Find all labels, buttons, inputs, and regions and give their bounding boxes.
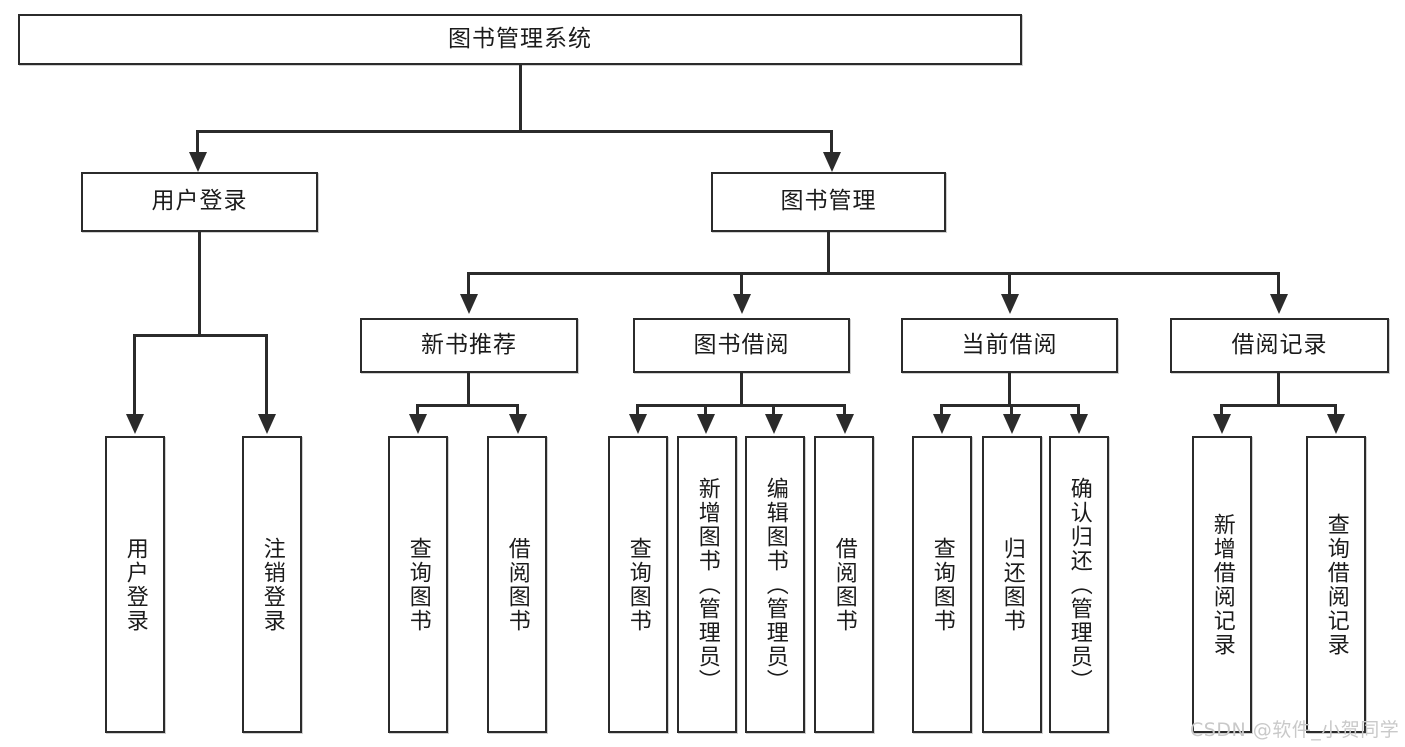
edge-bm-to-new-book-recommend xyxy=(467,272,470,296)
node-book-management[interactable]: 图书管理 xyxy=(711,172,946,232)
edge-bm-to-book-borrow xyxy=(740,272,743,296)
node-leaf-borrow-book-2[interactable]: 借阅图书 xyxy=(814,436,874,733)
arrow-cb-to-leaf3 xyxy=(1070,414,1088,434)
arrow-bm-to-book-borrow xyxy=(733,294,751,314)
node-borrow-record[interactable]: 借阅记录 xyxy=(1170,318,1389,373)
node-label: 图书管理系统 xyxy=(448,25,592,52)
arrow-root-to-book-management xyxy=(823,152,841,172)
watermark-text: CSDN @软件_小贺同学 xyxy=(1190,719,1400,741)
node-label: 查询借阅记录 xyxy=(1323,512,1349,657)
node-book-borrow[interactable]: 图书借阅 xyxy=(633,318,850,373)
edge-cb-to-leaf1 xyxy=(940,404,943,416)
edge-nbr-stem xyxy=(467,373,470,406)
node-new-book-recommend[interactable]: 新书推荐 xyxy=(360,318,578,373)
node-label: 图书借阅 xyxy=(693,331,790,358)
arrow-bb-to-leaf2 xyxy=(697,414,715,434)
arrow-bb-to-leaf1 xyxy=(629,414,647,434)
edge-cb-to-leaf2 xyxy=(1010,404,1013,416)
edge-br-to-leaf2 xyxy=(1334,404,1337,416)
edge-user-login-stem xyxy=(198,232,201,336)
arrow-nbr-to-leaf2 xyxy=(509,414,527,434)
arrow-user-login-to-leaf1 xyxy=(126,414,144,434)
node-label: 图书管理 xyxy=(780,188,877,215)
node-label: 归还图书 xyxy=(999,536,1025,633)
edge-root-to-book-management xyxy=(830,130,833,154)
edge-cb-stem xyxy=(1008,373,1011,406)
node-current-borrow[interactable]: 当前借阅 xyxy=(901,318,1118,373)
arrow-br-to-leaf2 xyxy=(1327,414,1345,434)
edge-bm-to-borrow-record xyxy=(1277,272,1280,296)
edge-user-login-bus xyxy=(133,334,268,337)
node-label: 借阅记录 xyxy=(1231,331,1328,358)
edge-br-to-leaf1 xyxy=(1220,404,1223,416)
node-label: 用户登录 xyxy=(122,536,148,633)
edge-nbr-to-leaf2 xyxy=(516,404,519,416)
edge-bb-to-leaf1 xyxy=(636,404,639,416)
edge-bb-to-leaf2 xyxy=(704,404,707,416)
node-label: 借阅图书 xyxy=(831,536,857,633)
node-leaf-query-book-3[interactable]: 查询图书 xyxy=(912,436,972,733)
node-label: 查询图书 xyxy=(929,536,955,633)
edge-book-management-stem xyxy=(827,232,830,274)
node-label: 当前借阅 xyxy=(961,331,1058,358)
edge-book-management-bus xyxy=(467,272,1280,275)
node-leaf-return-book[interactable]: 归还图书 xyxy=(982,436,1042,733)
node-label: 新增图书（管理员） xyxy=(694,476,720,693)
node-leaf-add-book-admin[interactable]: 新增图书（管理员） xyxy=(677,436,737,733)
edge-bm-to-current-borrow xyxy=(1008,272,1011,296)
edge-root-bus xyxy=(196,130,833,133)
edge-bb-stem xyxy=(740,373,743,406)
arrow-cb-to-leaf2 xyxy=(1003,414,1021,434)
node-leaf-borrow-book-1[interactable]: 借阅图书 xyxy=(487,436,547,733)
arrow-cb-to-leaf1 xyxy=(933,414,951,434)
node-leaf-confirm-return-admin[interactable]: 确认归还（管理员） xyxy=(1049,436,1109,733)
node-leaf-user-login[interactable]: 用户登录 xyxy=(105,436,165,733)
arrow-user-login-to-leaf2 xyxy=(258,414,276,434)
node-label: 新书推荐 xyxy=(421,331,517,358)
arrow-bm-to-new-book-recommend xyxy=(460,294,478,314)
arrow-nbr-to-leaf1 xyxy=(409,414,427,434)
edge-br-bus xyxy=(1220,404,1337,407)
arrow-br-to-leaf1 xyxy=(1213,414,1231,434)
edge-user-login-to-leaf2 xyxy=(265,334,268,416)
node-label: 新增借阅记录 xyxy=(1209,512,1235,657)
node-leaf-query-book-1[interactable]: 查询图书 xyxy=(388,436,448,733)
node-label: 借阅图书 xyxy=(504,536,530,633)
edge-cb-to-leaf3 xyxy=(1077,404,1080,416)
edge-user-login-to-leaf1 xyxy=(133,334,136,416)
node-label: 编辑图书（管理员） xyxy=(762,476,788,693)
node-label: 查询图书 xyxy=(625,536,651,633)
node-label: 确认归还（管理员） xyxy=(1066,476,1092,693)
edge-bb-to-leaf4 xyxy=(843,404,846,416)
edge-nbr-to-leaf1 xyxy=(416,404,419,416)
node-label: 查询图书 xyxy=(405,536,431,633)
edge-bb-bus xyxy=(636,404,846,407)
node-leaf-query-borrow-record[interactable]: 查询借阅记录 xyxy=(1306,436,1366,733)
arrow-root-to-user-login xyxy=(189,152,207,172)
arrow-bb-to-leaf3 xyxy=(765,414,783,434)
node-user-login[interactable]: 用户登录 xyxy=(81,172,318,232)
arrow-bb-to-leaf4 xyxy=(836,414,854,434)
arrow-bm-to-current-borrow xyxy=(1001,294,1019,314)
node-leaf-logout-login[interactable]: 注销登录 xyxy=(242,436,302,733)
edge-br-stem xyxy=(1277,373,1280,406)
arrow-bm-to-borrow-record xyxy=(1270,294,1288,314)
edge-root-stem xyxy=(519,65,522,132)
node-leaf-query-book-2[interactable]: 查询图书 xyxy=(608,436,668,733)
node-book-management-system[interactable]: 图书管理系统 xyxy=(18,14,1022,65)
node-label: 用户登录 xyxy=(151,188,248,215)
edge-nbr-bus xyxy=(416,404,519,407)
node-leaf-add-borrow-record[interactable]: 新增借阅记录 xyxy=(1192,436,1252,733)
node-label: 注销登录 xyxy=(259,536,285,633)
node-leaf-edit-book-admin[interactable]: 编辑图书（管理员） xyxy=(745,436,805,733)
edge-root-to-user-login xyxy=(196,130,199,154)
edge-bb-to-leaf3 xyxy=(772,404,775,416)
